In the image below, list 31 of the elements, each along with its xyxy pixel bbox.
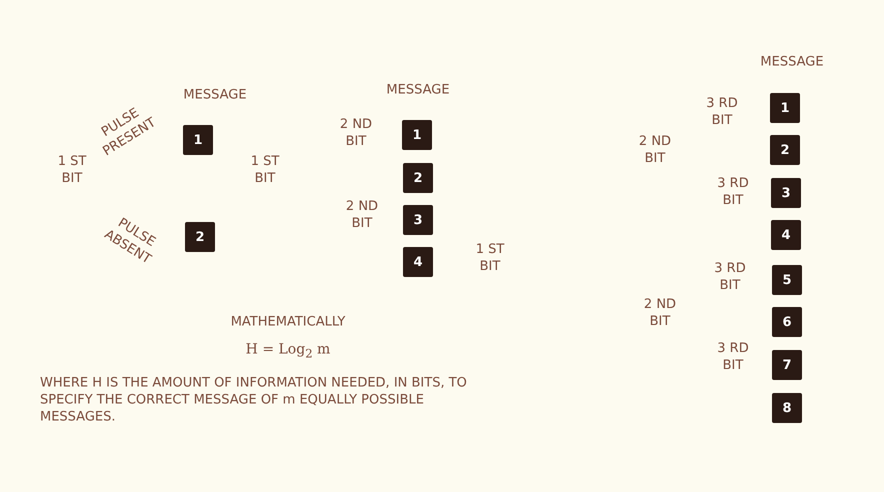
bit-label: 2 ND BIT [642,296,678,330]
message-box: 2 [403,163,433,193]
message-box: 4 [403,247,433,277]
message-box: 2 [770,135,800,165]
message-box: 1 [183,125,213,155]
heading-label: MESSAGE [183,86,247,104]
bit-label: 1 ST BIT [474,241,506,275]
bit-label: 3 RD BIT [705,95,739,129]
message-box: 7 [772,350,802,380]
bit-label: 1 ST BIT [250,153,280,187]
heading-label: MATHEMATICALLY [230,314,346,330]
message-box: 5 [772,265,802,295]
bit-label: 3 RD BIT [716,340,750,374]
bit-label: 3 RD BIT [716,175,750,209]
bit-label: 3 RD BIT [713,260,747,294]
heading-label: MESSAGE [386,82,450,98]
message-box: 3 [771,178,801,208]
formula: H = Log$_{2}$ m [246,342,330,362]
message-box: 3 [403,205,433,235]
message-box: 1 [402,120,432,150]
bit-label: 2 ND BIT [638,133,672,167]
description-text: WHERE H IS THE AMOUNT OF INFORMATION NEEDED, IN BITS, TO SPECIFY THE CORRECT MESSAGE OF m EQUALLY POSSIBLE MESSAGES. [40,374,468,426]
message-box: 1 [770,93,800,123]
message-box: 4 [771,220,801,250]
message-box: 8 [772,393,802,423]
bit-label: 2 ND BIT [344,198,380,232]
bit-label: 1 ST BIT [56,153,88,187]
message-box: 6 [772,307,802,337]
message-box: 2 [185,222,215,252]
bit-label: 2 ND BIT [338,116,374,150]
heading-label: MESSAGE [760,54,824,70]
